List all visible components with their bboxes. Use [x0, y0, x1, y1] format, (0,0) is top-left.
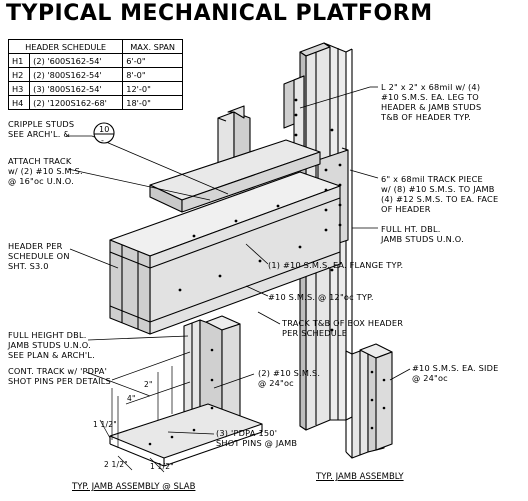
caption-slab: TYP. JAMB ASSEMBLY @ SLAB: [72, 482, 196, 492]
callout-line: (4) #12 S.M.S. TO EA. FACE: [381, 194, 499, 204]
callout-line: JAMB STUDS U.N.O.: [381, 234, 464, 244]
callout-line: OF HEADER: [381, 204, 431, 214]
callout-line: T&B OF HEADER TYP.: [381, 112, 471, 122]
callout-attach-track: ATTACH TRACK w/ (2) #10 S.M.S. @ 16"oc U…: [8, 156, 83, 186]
max-span: 6'-0": [122, 53, 183, 68]
header-id: H3: [7, 81, 31, 96]
callout-line: (2) #10 S.M.S.: [258, 368, 321, 378]
callout-cripple-studs: CRIPPLE STUDS SEE ARCH'L. &: [8, 119, 74, 139]
header-id: H1: [7, 53, 31, 68]
header-id: H2: [7, 67, 31, 82]
dimension-label: 4": [127, 394, 136, 403]
table-header-row: HEADER SCHEDULE MAX. SPAN: [7, 39, 183, 54]
callout-full-ht: FULL HT. DBL. JAMB STUDS U.N.O.: [381, 224, 464, 244]
callout-track-piece: 6" x 68mil TRACK PIECE w/ (8) #10 S.M.S.…: [381, 174, 498, 214]
callout-header-per: HEADER PER SCHEDULE ON SHT. S3.0: [8, 241, 70, 271]
callout-line: #10 S.M.S. EA. SIDE: [412, 363, 499, 373]
callout-sms-12: #10 S.M.S. @ 12"oc TYP.: [268, 292, 374, 302]
callout-line: L 2" x 2" x 68mil w/ (4): [381, 82, 481, 92]
attach-track: [149, 139, 321, 213]
callout-line: HEADER & JAMB STUDS: [381, 102, 482, 112]
detail-tag-sheet: -: [101, 136, 105, 145]
callout-shot-pins: (3) 'PDPA-150' SHOT PINS @ JAMB: [216, 428, 297, 448]
caption-jamb: TYP. JAMB ASSEMBLY: [316, 472, 404, 482]
header-id: H4: [7, 95, 31, 110]
callout-line: FULL HEIGHT DBL.: [8, 330, 87, 340]
callout-flange: (1) #10 S.M.S. EA. FLANGE TYP.: [268, 260, 404, 270]
callout-sms-side: #10 S.M.S. EA. SIDE @ 24"oc: [412, 363, 498, 383]
callout-line: SEE PLAN & ARCH'L.: [8, 350, 95, 360]
table-row: H3 (3) '800S162-54' 12'-0": [7, 81, 183, 96]
detail-tag: [93, 122, 115, 144]
callout-line: @ 24"oc: [412, 373, 448, 383]
callout-line: SEE ARCH'L. &: [8, 129, 70, 139]
dimension-label: 2": [144, 380, 153, 389]
screw-dots: [178, 98, 342, 332]
dimension-label: 1 1/2": [93, 420, 117, 429]
callout-line: SHOT PINS @ JAMB: [216, 438, 298, 448]
callout-line: PER SCHEDULE: [282, 328, 348, 338]
callout-line: #10 S.M.S. EA. LEG TO: [381, 92, 479, 102]
callout-line: CONT. TRACK w/ 'PDPA': [8, 366, 108, 376]
callout-line: w/ (8) #10 S.M.S. TO JAMB: [381, 184, 495, 194]
callout-line: CRIPPLE STUDS: [8, 119, 75, 129]
col-max-span: MAX. SPAN: [122, 39, 183, 54]
header-size: (2) '600S162-54': [29, 53, 124, 68]
table-row: H4 (2) '1200S162-68' 18'-0": [7, 95, 183, 110]
max-span: 12'-0": [122, 81, 183, 96]
callout-line: SHT. S3.0: [8, 261, 49, 271]
callout-line: SHOT PINS PER DETAILS: [8, 376, 111, 386]
callout-line: 6" x 68mil TRACK PIECE: [381, 174, 483, 184]
callout-angle: L 2" x 2" x 68mil w/ (4) #10 S.M.S. EA. …: [381, 82, 481, 122]
callout-line: SCHEDULE ON: [8, 251, 70, 261]
typ-jamb-assembly: [345, 343, 393, 459]
callout-line: JAMB STUDS U.N.O.: [8, 340, 91, 350]
dimension-label: 1 1/2": [150, 462, 174, 471]
table-row: H2 (2) '800S162-54' 8'-0": [7, 67, 183, 82]
callout-cont-track: CONT. TRACK w/ 'PDPA' SHOT PINS PER DETA…: [8, 366, 111, 386]
dimension-lines: [99, 351, 191, 473]
callout-sms-24: (2) #10 S.M.S. @ 24"oc: [258, 368, 320, 388]
table-row: H1 (2) '600S162-54' 6'-0": [7, 53, 183, 68]
callout-line: TRACK T&B OF BOX HEADER: [282, 318, 404, 328]
callout-line: FULL HT. DBL.: [381, 224, 441, 234]
page-title: TYPICAL MECHANICAL PLATFORM: [6, 1, 433, 26]
callout-line: HEADER PER: [8, 241, 63, 251]
callout-line: w/ (2) #10 S.M.S.: [8, 166, 83, 176]
detail-tag-number: 10: [99, 125, 110, 134]
max-span: 18'-0": [122, 95, 183, 110]
callout-line: ATTACH TRACK: [8, 156, 72, 166]
header-schedule-table: HEADER SCHEDULE MAX. SPAN H1 (2) '600S16…: [7, 39, 183, 110]
callout-full-height-dbl: FULL HEIGHT DBL. JAMB STUDS U.N.O. SEE P…: [8, 330, 95, 360]
slab-jamb-assembly: [109, 315, 263, 467]
dimension-label: 2 1/2": [104, 460, 128, 469]
col-header-schedule: HEADER SCHEDULE: [7, 39, 124, 54]
leader-lines: [66, 86, 411, 435]
callout-line: (3) 'PDPA-150': [216, 428, 278, 438]
box-header: [109, 171, 341, 335]
callout-line: @ 16"oc U.N.O.: [8, 176, 74, 186]
header-size: (2) '800S162-54': [29, 67, 124, 82]
callout-line: @ 24"oc: [258, 378, 294, 388]
header-size: (2) '1200S162-68': [29, 95, 124, 110]
header-size: (3) '800S162-54': [29, 81, 124, 96]
callout-track-tb: TRACK T&B OF BOX HEADER PER SCHEDULE: [282, 318, 403, 338]
max-span: 8'-0": [122, 67, 183, 82]
